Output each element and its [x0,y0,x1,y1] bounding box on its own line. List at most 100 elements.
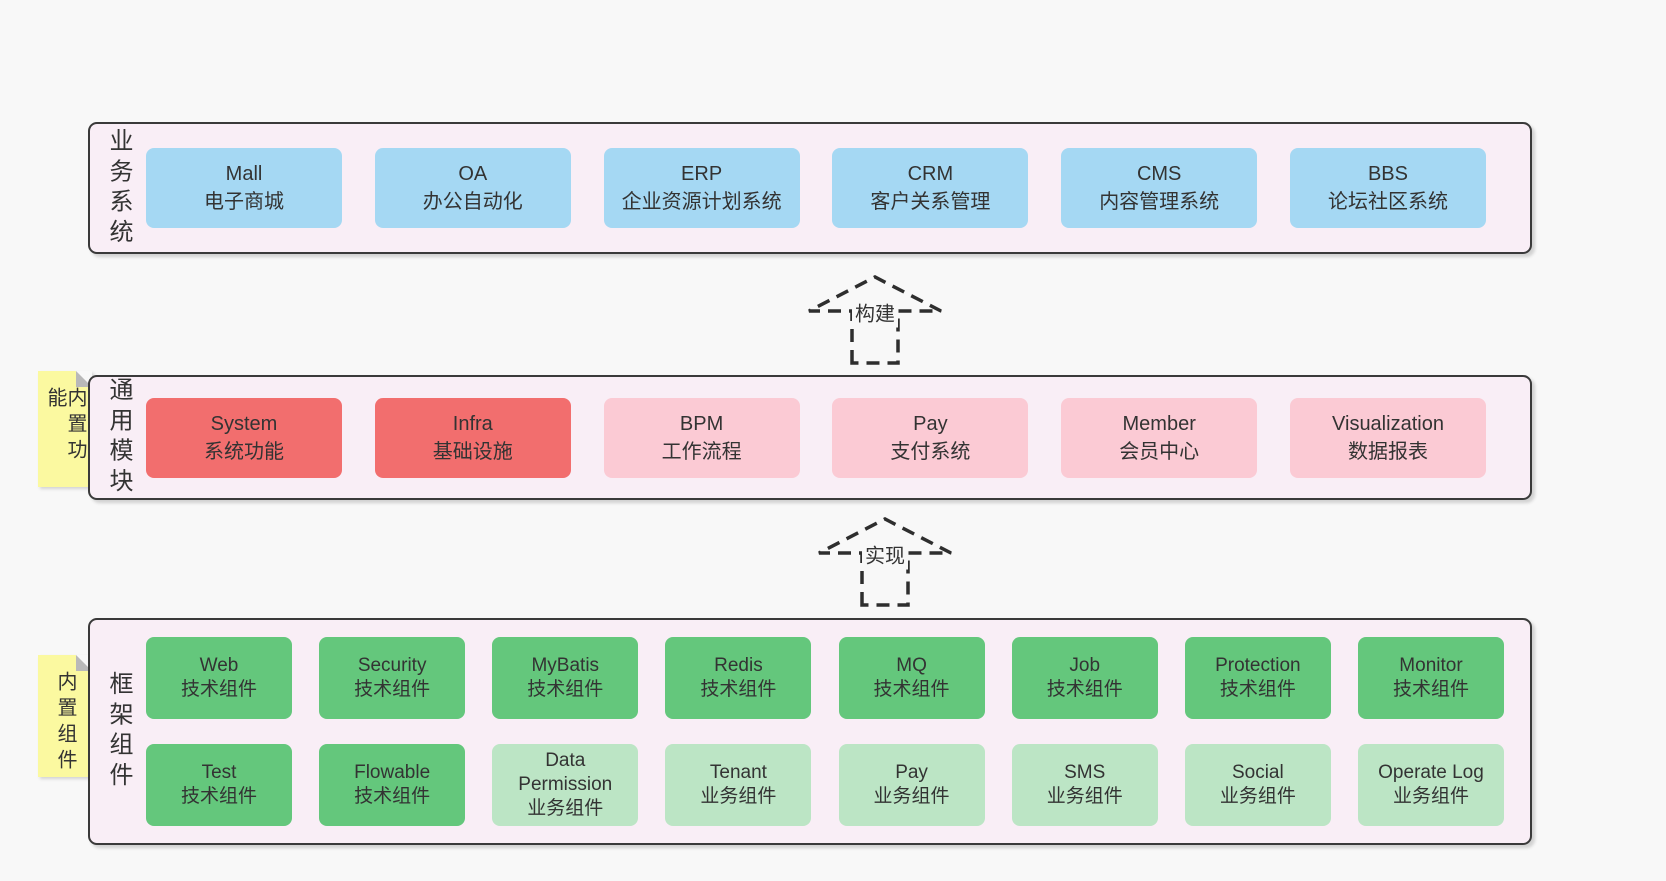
band-components-row-2: Test 技术组件 Flowable 技术组件 Data Permission 业务组件 T… [146,744,1504,826]
module-box-pay: Pay 支付系统 [832,397,1029,478]
module-box-subtitle: 技术组件 [873,679,950,700]
module-box-member: Member 会员中心 [1061,397,1258,478]
module-box-subtitle: 办公自动化 [422,191,523,213]
module-box-oa: OA 办公自动化 [374,148,571,228]
band-modules-label: 通用模块 [105,377,132,498]
module-box-subtitle: 支付系统 [890,440,971,463]
module-box-subtitle: 业务组件 [873,786,950,807]
module-box-title: System [210,412,278,435]
module-box-title: Pay [913,412,948,435]
module-box-redis: Redis 技术组件 [665,637,812,719]
band-modules-label-wrap: 通用模块 [90,377,146,498]
module-box-test: Test 技术组件 [146,744,292,826]
module-box-title: Web [199,655,239,676]
module-box-subtitle: 技术组件 [354,679,431,700]
module-box-subtitle: 系统功能 [204,440,284,463]
sticky-builtin-components-label: 内置组件 [54,671,76,775]
module-box-cms: CMS 内容管理系统 [1061,148,1258,228]
module-box-subtitle: 业务组件 [1392,786,1469,807]
band-components-label-wrap: 框架组件 [90,620,146,843]
module-box-title: Pay [895,762,928,783]
module-box-data-permission: Data Permission 业务组件 [492,744,639,826]
module-box-title: MQ [896,655,927,676]
module-box-title: Visualization [1332,412,1444,435]
module-box-title: Member [1122,412,1196,435]
module-box-subtitle: 技术组件 [180,786,257,807]
module-box-title: Job [1069,655,1101,676]
module-box-bbs: BBS 论坛社区系统 [1289,148,1486,228]
module-box-title: Operate Log [1378,762,1484,783]
module-box-title: SMS [1064,762,1106,783]
module-box-title: BPM [679,412,724,435]
module-box-title: Protection [1215,655,1301,676]
module-box-subtitle: 基础设施 [432,440,513,463]
module-box-title: BBS [1367,163,1408,185]
module-box-title: Tenant [709,762,767,783]
module-box-title: OA [458,163,488,185]
module-box-title: Flowable [354,762,431,783]
module-box-subtitle: 技术组件 [1046,679,1123,700]
module-box-title: Redis [714,655,763,676]
module-box-subtitle: 业务组件 [527,798,604,819]
module-box-operate-log: Operate Log 业务组件 [1357,744,1504,826]
module-box-flowable: Flowable 技术组件 [319,744,466,826]
module-box-pay: Pay 业务组件 [838,744,985,826]
module-box-subtitle: 技术组件 [354,786,431,807]
module-box-mybatis: MyBatis 技术组件 [492,637,639,719]
module-box-subtitle: 技术组件 [527,679,604,700]
module-box-mall: Mall 电子商城 [146,148,342,228]
module-box-title: Monitor [1399,655,1463,676]
band-business-label: 业务系统 [105,127,132,249]
module-box-title: Mall [225,163,263,185]
up-arrow-implement: 实现 [815,516,955,608]
module-box-subtitle: 技术组件 [180,679,257,700]
module-box-system: System 系统功能 [146,397,342,478]
module-box-subtitle: 技术组件 [700,679,777,700]
module-box-subtitle: 会员中心 [1119,440,1200,463]
module-box-subtitle: 技术组件 [1392,679,1469,700]
module-box-subtitle: 工作流程 [661,440,742,463]
module-box-title: Test [201,762,237,783]
module-box-subtitle: 内容管理系统 [1099,191,1220,213]
module-box-protection: Protection 技术组件 [1184,637,1331,719]
module-box-bpm: BPM 工作流程 [603,397,800,478]
module-box-subtitle: 业务组件 [1219,786,1296,807]
module-box-title: ERP [681,163,723,185]
module-box-subtitle: 论坛社区系统 [1327,191,1448,213]
module-box-job: Job 技术组件 [1011,637,1158,719]
module-box-crm: CRM 客户关系管理 [832,148,1029,228]
module-box-title: CRM [907,163,954,185]
module-box-security: Security 技术组件 [319,637,466,719]
module-box-title: Security [357,655,427,676]
module-box-monitor: Monitor 技术组件 [1357,637,1504,719]
sticky-note-builtin-features: 内置功能 [38,371,92,487]
band-business-label-wrap: 业务系统 [90,124,146,252]
arrow-build-label: 构建 [852,296,898,328]
module-box-web: Web 技术组件 [146,637,292,719]
module-box-mq: MQ 技术组件 [838,637,985,719]
band-components-label: 框架组件 [105,671,132,792]
sticky-builtin-features-label: 内置功能 [44,387,86,465]
arrow-implement-label: 实现 [862,538,908,570]
module-box-subtitle: 技术组件 [1219,679,1296,700]
module-box-title: CMS [1136,163,1182,185]
module-box-title: Data Permission [518,750,613,795]
module-box-subtitle: 客户关系管理 [870,191,991,213]
module-box-subtitle: 电子商城 [204,191,284,213]
module-box-title: MyBatis [531,655,600,676]
